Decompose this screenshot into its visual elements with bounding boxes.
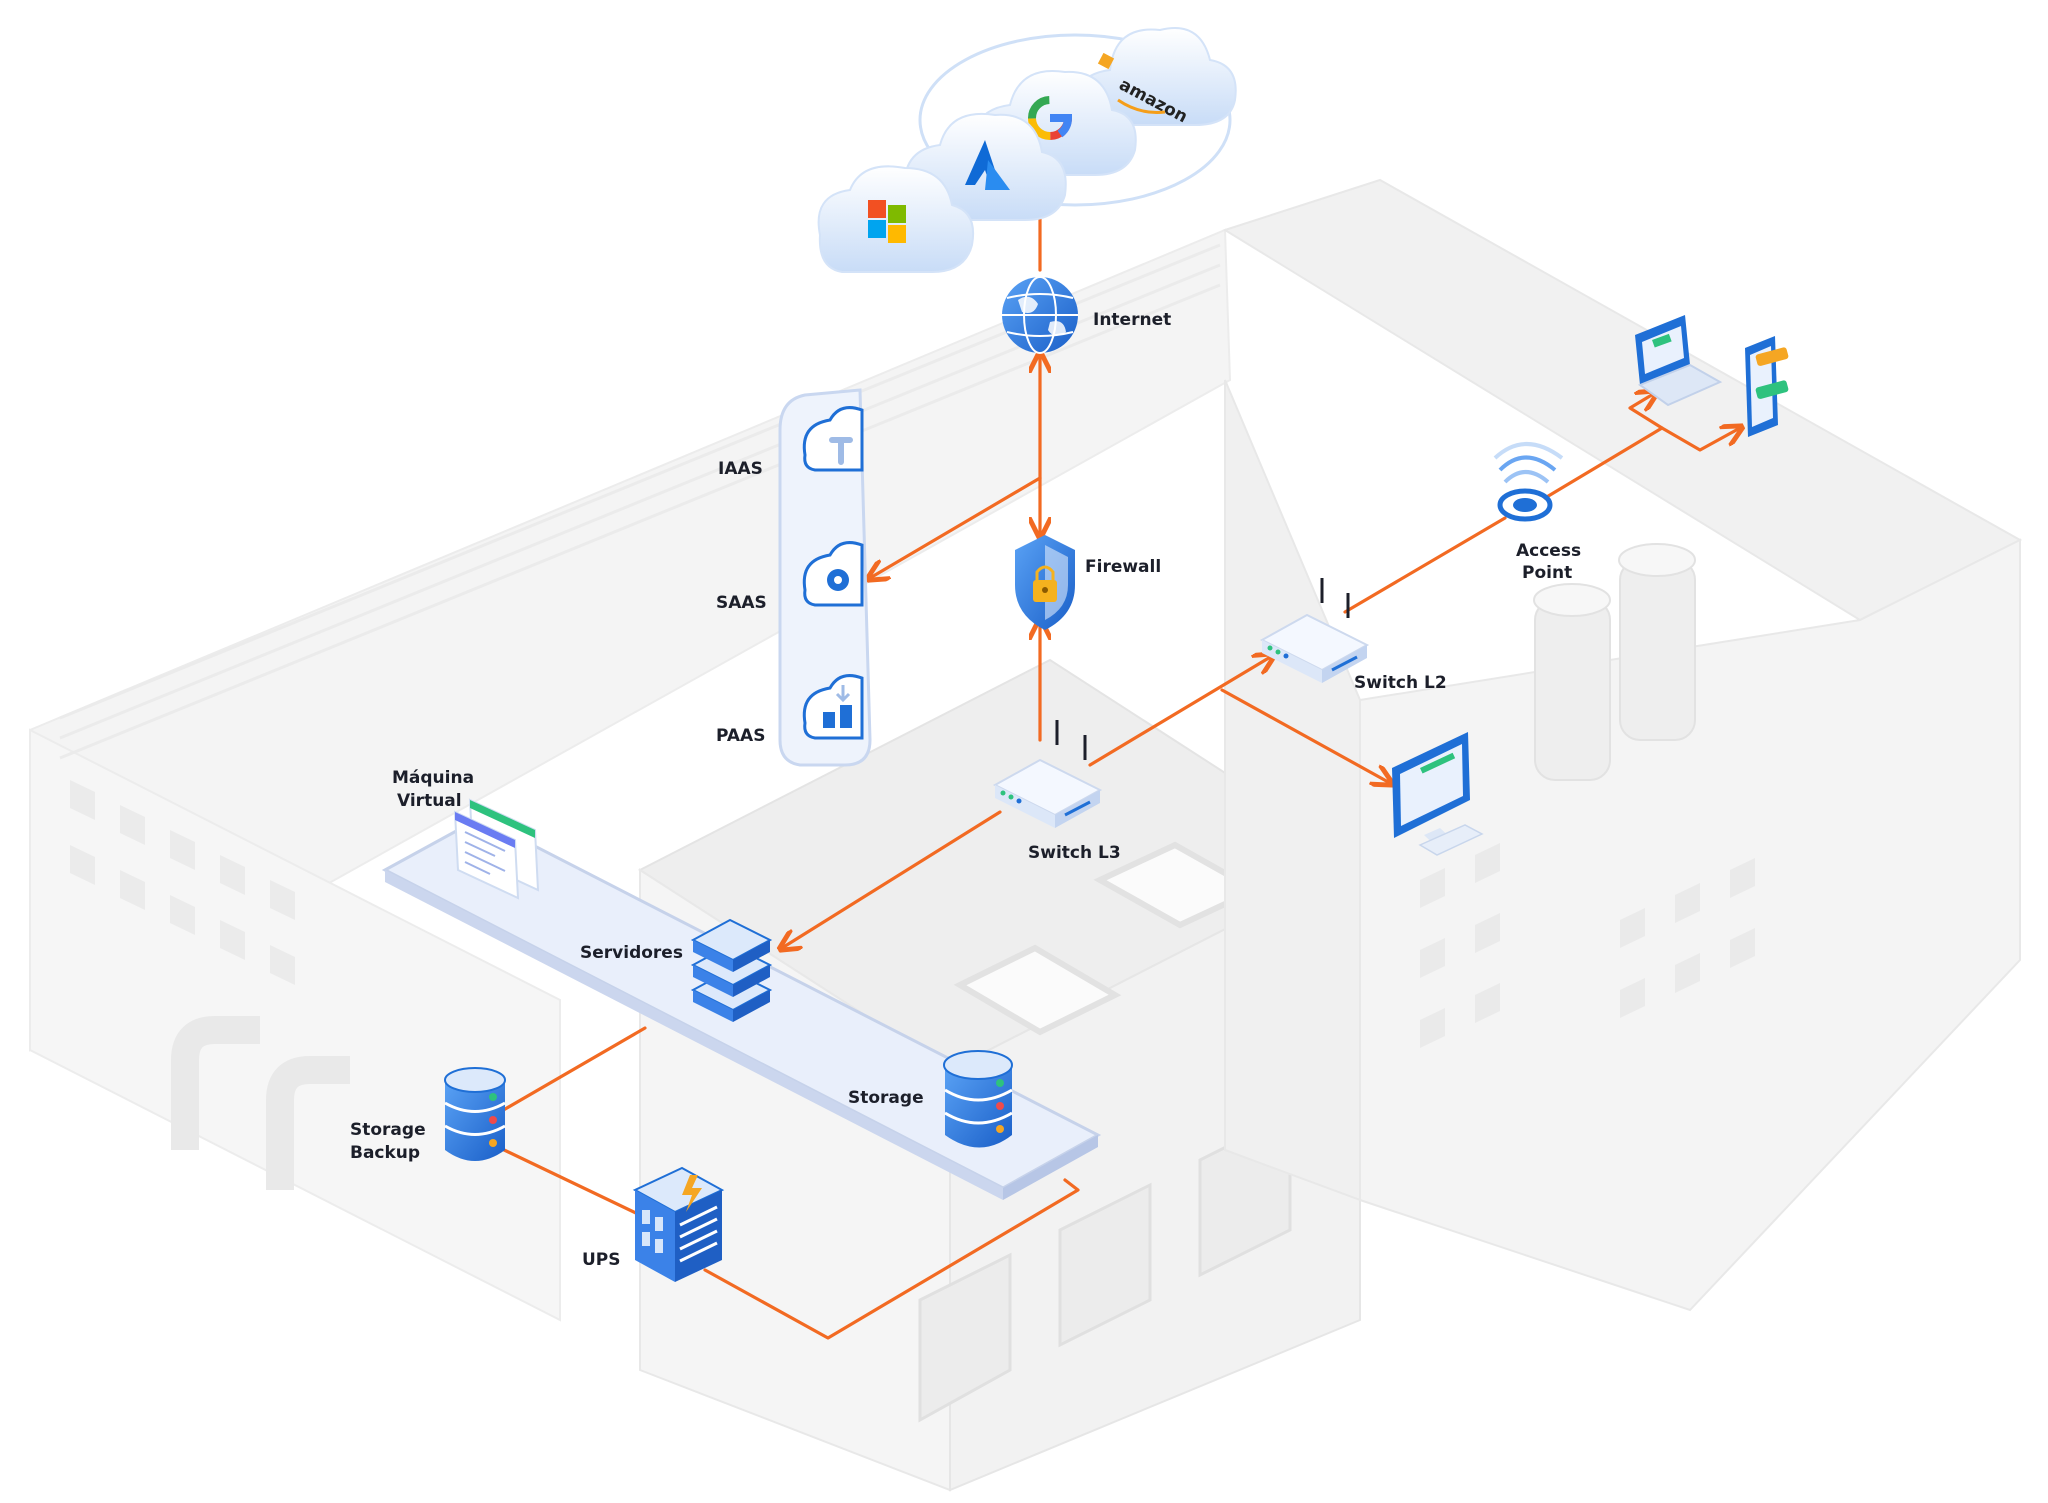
switch-l3-node[interactable]: Switch L3 — [992, 720, 1121, 863]
garage-door-2 — [1058, 1182, 1152, 1348]
ms-logo-yellow — [888, 225, 906, 243]
server-rack-icon — [690, 918, 773, 1022]
ups-node[interactable]: UPS — [582, 1166, 725, 1282]
link-to-saas — [870, 476, 1042, 578]
roof-tank-1-top — [1533, 583, 1611, 617]
link-platform-backup — [498, 1026, 647, 1114]
vm-label-1: Máquina — [392, 768, 474, 788]
access-point-node[interactable]: Access Point — [1493, 442, 1581, 583]
azure-logo-b — [985, 160, 1010, 190]
paas-icon[interactable] — [802, 674, 864, 740]
monitor-node[interactable] — [1392, 732, 1484, 856]
aws-logo-box — [1097, 52, 1115, 70]
cloud-services-panel: IAAS SAAS PAAS — [716, 388, 872, 767]
windows-right — [1420, 843, 1755, 1048]
switch-l2-node[interactable]: Switch L2 — [1259, 578, 1447, 693]
vm-label-2: Virtual — [397, 791, 462, 811]
storage-backup-node[interactable]: Storage Backup — [350, 1067, 506, 1163]
platform-edge — [385, 870, 1003, 1200]
roof-tank-1 — [1534, 599, 1611, 781]
switch-l3-label: Switch L3 — [1028, 843, 1121, 863]
roof-tank-2-top — [1618, 543, 1696, 577]
ups-icon — [632, 1166, 725, 1282]
laptop-node[interactable] — [1635, 315, 1723, 407]
link-to-monitor — [1220, 688, 1390, 783]
firewall-label: Firewall — [1085, 557, 1161, 577]
servers-node[interactable]: Servidores — [580, 918, 773, 1022]
internet-label: Internet — [1093, 310, 1171, 330]
google-logo-ring-b — [1028, 96, 1072, 140]
windows-left — [70, 780, 295, 985]
wifi-icon — [1497, 488, 1553, 522]
cloud-providers: amazon — [817, 27, 1237, 273]
saas-label: SAAS — [716, 593, 767, 613]
internet-node[interactable]: Internet — [1002, 276, 1171, 354]
iaas-label: IAAS — [718, 459, 763, 479]
link-ap-devices — [1543, 426, 1664, 500]
google-logo-ring-c — [1028, 96, 1072, 140]
access-point-label-1: Access — [1516, 541, 1581, 561]
aws-logo-smile — [1117, 98, 1166, 114]
platform-edge-2 — [1003, 1135, 1098, 1200]
link-to-laptop — [1628, 393, 1664, 430]
lightning-icon — [682, 1175, 702, 1212]
building-right-side — [1224, 379, 1361, 1202]
link-switchl3-servers — [782, 810, 1002, 948]
paas-label: PAAS — [716, 726, 765, 746]
firewall-node[interactable]: Firewall — [1015, 535, 1161, 630]
storage-backup-label-2: Backup — [350, 1143, 420, 1163]
storage-node[interactable]: Storage — [848, 1050, 1013, 1148]
storage-backup-label-1: Storage — [350, 1120, 426, 1140]
skylight-2 — [953, 944, 1122, 1036]
link-backup-ups — [498, 1146, 642, 1217]
garage-door-1 — [918, 1252, 1012, 1423]
ms-logo-red — [868, 200, 886, 218]
storage-database-icon — [943, 1050, 1013, 1148]
switch-l2-label: Switch L2 — [1354, 673, 1447, 693]
link-switchl3-switchl2 — [1088, 656, 1272, 767]
background-building — [29, 178, 2023, 1492]
link-switchl2-ap — [1343, 516, 1507, 614]
ups-label: UPS — [582, 1250, 621, 1270]
link-to-phone — [1660, 428, 1740, 452]
microsoft-cloud — [817, 165, 974, 273]
servers-label: Servidores — [580, 943, 683, 963]
iaas-icon[interactable] — [802, 406, 864, 472]
building-left-wall — [29, 728, 561, 1322]
building-pipe-2 — [266, 1056, 350, 1190]
phone-node[interactable] — [1745, 336, 1789, 437]
saas-icon[interactable] — [802, 541, 864, 607]
building-pipe-1 — [171, 1016, 260, 1150]
access-point-label-2: Point — [1522, 563, 1572, 583]
roof-tank-2 — [1619, 559, 1696, 741]
storage-label: Storage — [848, 1088, 924, 1108]
virtual-machine-node[interactable]: Máquina Virtual — [392, 768, 540, 900]
link-ups-storage — [703, 1178, 1080, 1340]
backup-database-icon — [444, 1067, 506, 1161]
cloud-ring — [918, 33, 1232, 207]
ms-logo-blue — [868, 220, 886, 238]
ms-logo-green — [888, 205, 906, 223]
google-logo-bar — [1050, 114, 1073, 138]
